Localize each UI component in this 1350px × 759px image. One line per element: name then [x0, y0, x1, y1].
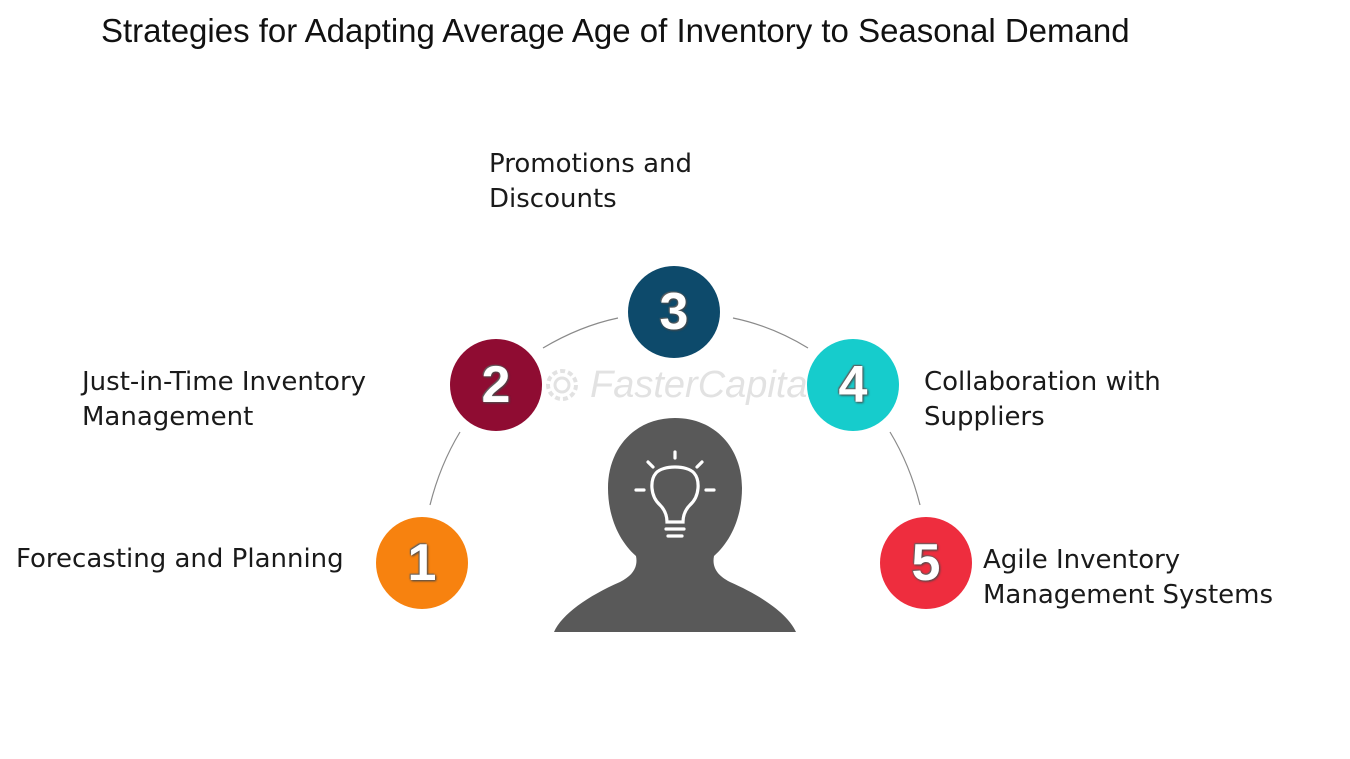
step-badge-3: 3	[628, 266, 720, 358]
watermark: FasterCapital	[540, 360, 820, 410]
step-label-3-line-1: Promotions and	[489, 149, 693, 179]
step-label-2-line-1: Just-in-Time Inventory	[82, 367, 367, 397]
step-number-5: 5	[911, 534, 941, 592]
person-lightbulb-icon	[554, 418, 796, 632]
step-badge-1: 1	[376, 517, 468, 609]
step-label-1-line-1: Forecasting and Planning	[16, 544, 344, 574]
step-label-2-line-2: Management	[82, 402, 254, 432]
step-label-1: Forecasting and Planning	[16, 542, 344, 577]
step-label-4-line-1: Collaboration with	[924, 367, 1161, 397]
step-label-3: Promotions and Discounts	[489, 147, 692, 217]
step-label-3-line-2: Discounts	[489, 184, 617, 214]
step-label-5-line-1: Agile Inventory	[983, 545, 1181, 575]
step-number-1: 1	[407, 534, 437, 592]
step-label-5-line-2: Management Systems	[983, 580, 1274, 610]
step-number-2: 2	[481, 356, 511, 414]
connector-arc-1-2	[429, 431, 461, 506]
step-label-4-line-2: Suppliers	[924, 402, 1045, 432]
step-badge-4: 4	[807, 339, 899, 431]
step-badge-2: 2	[450, 339, 542, 431]
connector-arc-4-5	[889, 431, 921, 506]
step-number-4: 4	[838, 356, 868, 414]
lightbulb-icon	[634, 450, 716, 538]
gear-icon	[546, 369, 578, 401]
step-number-3: 3	[659, 283, 689, 341]
step-label-5: Agile Inventory Management Systems	[983, 543, 1273, 613]
connector-arc-2-3	[542, 317, 619, 349]
step-badge-5: 5	[880, 517, 972, 609]
connector-arc-3-4	[732, 317, 809, 349]
diagram-title: Strategies for Adapting Average Age of I…	[101, 12, 1130, 49]
step-label-4: Collaboration with Suppliers	[924, 365, 1161, 435]
step-label-2: Just-in-Time Inventory Management	[82, 365, 366, 435]
watermark-text: FasterCapital	[590, 363, 816, 406]
